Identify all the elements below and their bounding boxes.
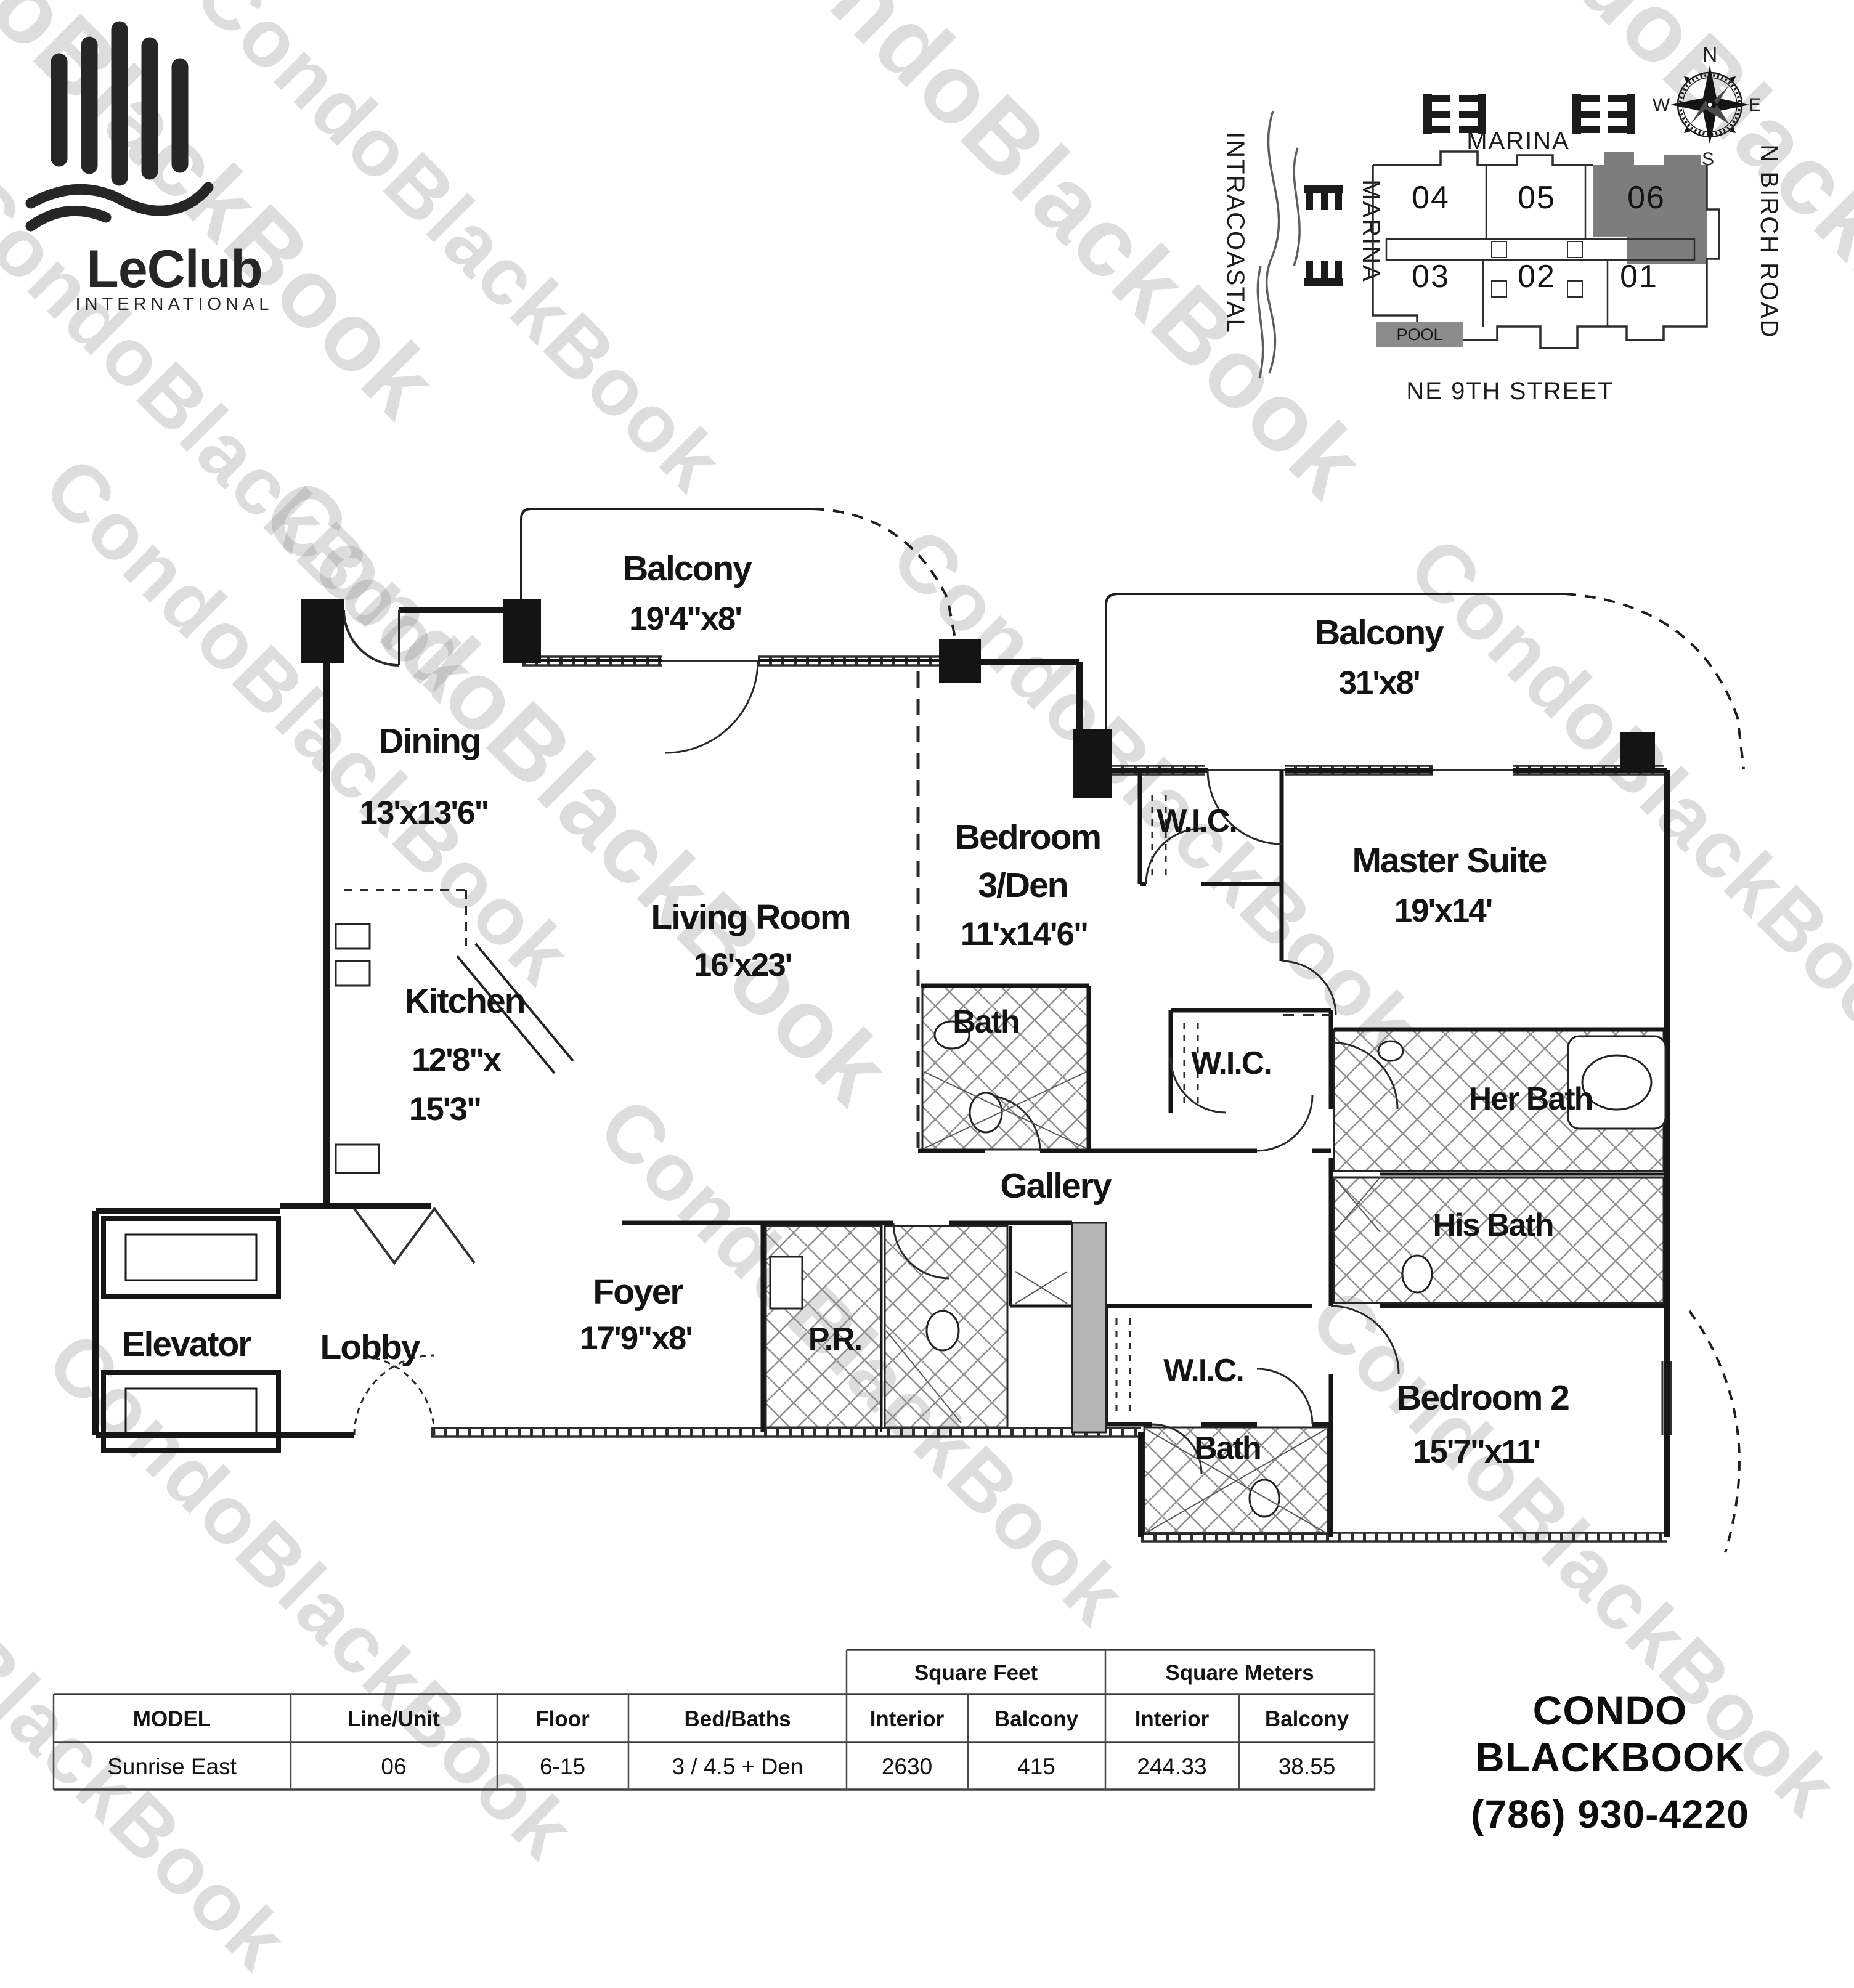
cell-sqft-interior: 2630 — [882, 1754, 932, 1779]
room-dims-dining: 13'x13'6" — [359, 795, 488, 831]
site-plan: INTRACOASTAL MARINA N BIRCH ROAD MARINA … — [1222, 43, 1783, 405]
cell-sqm-interior: 244.33 — [1137, 1754, 1206, 1779]
room-dims-balcony1: 19'4"x8' — [629, 601, 741, 637]
bath-fixtures — [769, 1020, 1667, 1518]
cell-sqft-balcony: 415 — [1017, 1754, 1055, 1779]
compass-south-label: S — [1702, 149, 1714, 169]
elevator-shafts — [101, 1216, 281, 1453]
col-header-sqft-balcony: Balcony — [994, 1707, 1079, 1731]
col-header-sqm-balcony: Balcony — [1265, 1707, 1349, 1731]
compass-rose-icon — [1670, 65, 1749, 144]
cell-model: Sunrise East — [107, 1754, 237, 1779]
contact-block: CONDO BLACKBOOK (786) 930-4220 — [1397, 1687, 1823, 1837]
street-label: NE 9TH STREET — [1406, 378, 1614, 405]
room-label-dining: Dining — [378, 721, 480, 761]
compass-east-label: E — [1749, 95, 1761, 115]
kitchen-counter — [335, 923, 574, 1174]
room-label-wic3: W.I.C. — [1163, 1353, 1243, 1389]
building-footprint — [1372, 150, 1720, 349]
col-header-sqft-interior: Interior — [870, 1707, 945, 1731]
room-label-bath3: Bath — [953, 1004, 1019, 1040]
table-grid-vertical — [52, 1650, 1376, 1790]
pool-label: POOL — [1396, 325, 1442, 344]
logo-title: LeClub — [86, 240, 262, 299]
marina-side-label: MARINA — [1357, 179, 1384, 283]
cell-floor: 6-15 — [540, 1754, 585, 1779]
col-header-model: MODEL — [133, 1707, 211, 1731]
unit-02-label: 02 — [1518, 259, 1556, 294]
room-label-balcony2: Balcony — [1315, 613, 1444, 652]
unit-06-label: 06 — [1627, 180, 1665, 216]
wall-jambs — [301, 599, 1655, 798]
intracoastal-label: INTRACOASTAL — [1222, 132, 1249, 334]
table-row: Sunrise East 06 6-15 3 / 4.5 + Den 2630 … — [107, 1754, 1335, 1779]
room-dims-foyer: 17'9"x8' — [580, 1320, 692, 1357]
room-label-pr: P.R. — [808, 1321, 861, 1357]
room-dims-kitchen1: 12'8"x — [412, 1042, 502, 1078]
cell-sqm-balcony: 38.55 — [1279, 1754, 1336, 1779]
compass-west-label: W — [1653, 95, 1670, 115]
room-dims-balcony2: 31'x8' — [1338, 665, 1419, 701]
brand-name: CONDO BLACKBOOK — [1475, 1687, 1745, 1780]
spec-table: Square Feet Square Meters MODEL Line/Uni… — [52, 1649, 1376, 1791]
room-dims-bedroom3: 11'x14'6" — [961, 916, 1088, 952]
group-header-sqm: Square Meters — [1165, 1661, 1314, 1685]
dashed-partitions — [344, 671, 1331, 1417]
leclub-logo-mark-icon — [25, 21, 214, 232]
unit-05-label: 05 — [1518, 180, 1556, 216]
table-grid — [54, 1649, 1375, 1791]
room-label-wic2: W.I.C. — [1191, 1045, 1271, 1081]
room-label-kitchen: Kitchen — [404, 981, 524, 1021]
unit-04-label: 04 — [1412, 180, 1450, 216]
cell-line-unit: 06 — [381, 1754, 406, 1779]
shower-lines — [885, 1071, 1381, 1533]
room-label-his-bath: His Bath — [1433, 1207, 1553, 1243]
col-header-bed-baths: Bed/Baths — [684, 1707, 791, 1731]
room-label-living: Living Room — [651, 898, 850, 937]
compass-north-label: N — [1702, 43, 1718, 67]
balcony-railing — [520, 508, 1745, 1553]
room-label-balcony1: Balcony — [623, 549, 752, 588]
room-label-master: Master Suite — [1352, 841, 1547, 880]
cell-bed-baths: 3 / 4.5 + Den — [672, 1754, 803, 1779]
room-label-elevator: Elevator — [122, 1325, 252, 1364]
room-label-gallery: Gallery — [1000, 1166, 1112, 1206]
col-header-floor: Floor — [535, 1707, 590, 1731]
concrete-wall — [1071, 1222, 1107, 1434]
room-label-foyer: Foyer — [593, 1272, 683, 1312]
room-label-bath2: Bath — [1194, 1430, 1261, 1466]
logo-subtitle: INTERNATIONAL — [75, 294, 274, 314]
floor-plan: Balcony 19'4"x8' Balcony 31'x8' Dining 1… — [92, 508, 1745, 1553]
room-label-wic1: W.I.C. — [1157, 803, 1237, 839]
room-label-bedroom3: Bedroom — [955, 818, 1100, 857]
marina-dock-icon — [1423, 94, 1635, 134]
room-dims-bedroom2: 15'7"x11' — [1413, 1434, 1540, 1470]
brand-phone: (786) 930-4220 — [1471, 1792, 1749, 1836]
room-label-bedroom2: Bedroom 2 — [1396, 1378, 1569, 1418]
pool-area — [1376, 322, 1463, 347]
marina-dock-side-icon — [1304, 185, 1343, 286]
birch-road-label: N BIRCH ROAD — [1755, 144, 1783, 338]
room-dims-living: 16'x23' — [694, 947, 792, 983]
room-label-lobby: Lobby — [320, 1328, 421, 1367]
door-swings — [343, 609, 1400, 1474]
room-dims-kitchen2: 15'3" — [409, 1091, 481, 1127]
room-label-bedroom3-den: 3/Den — [978, 866, 1067, 905]
col-header-line-unit: Line/Unit — [348, 1707, 440, 1731]
room-labels: Balcony 19'4"x8' Balcony 31'x8' Dining 1… — [122, 549, 1594, 1470]
bath-floor-hatch — [765, 986, 1665, 1535]
water-waves-icon — [1256, 110, 1301, 379]
room-dims-master: 19'x14' — [1394, 893, 1492, 929]
room-label-her-bath: Her Bath — [1469, 1081, 1593, 1117]
group-header-sqft: Square Feet — [914, 1661, 1038, 1685]
col-header-sqm-interior: Interior — [1135, 1707, 1210, 1731]
unit-03-label: 03 — [1412, 259, 1450, 294]
unit-06-highlight — [1593, 152, 1707, 264]
unit-01-label: 01 — [1620, 259, 1658, 294]
